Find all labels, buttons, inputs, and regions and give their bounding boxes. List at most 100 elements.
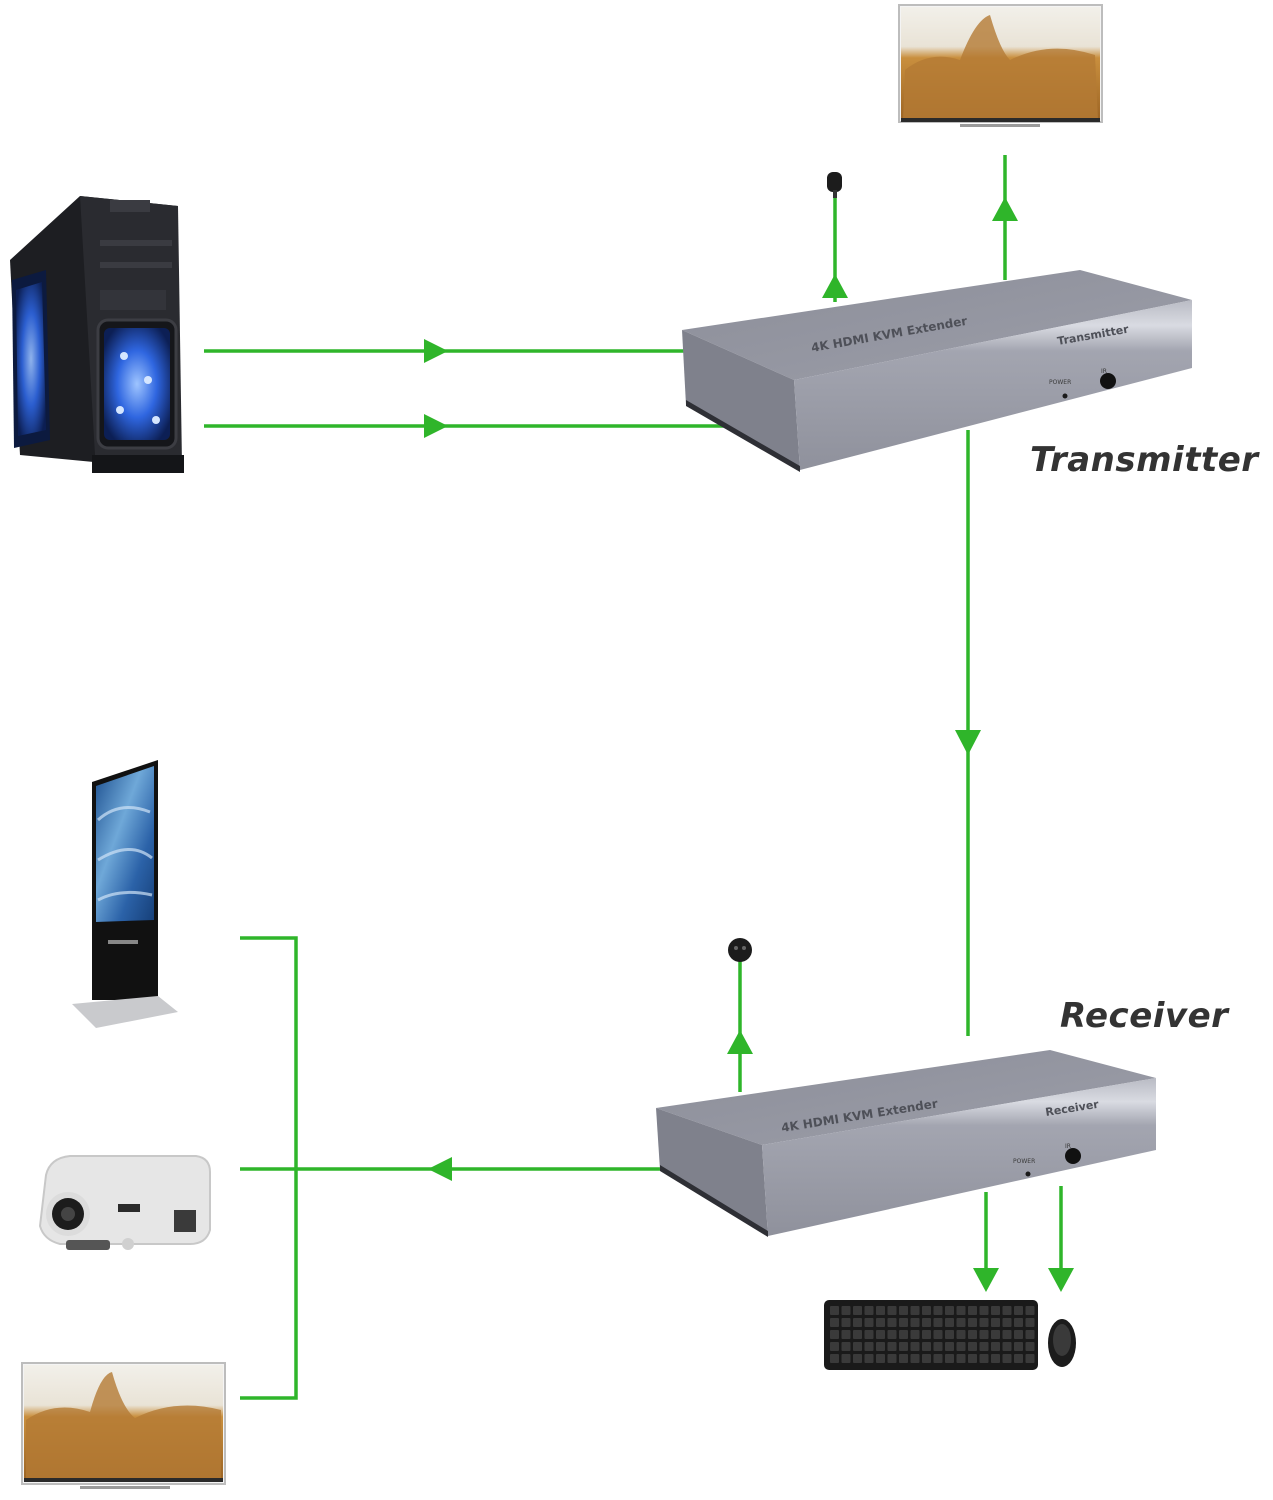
keyboard-key <box>945 1342 954 1351</box>
keyboard-key <box>933 1306 943 1315</box>
keyboard-icon <box>824 1300 1038 1370</box>
keyboard-key <box>956 1318 966 1327</box>
keyboard-key <box>1014 1306 1023 1315</box>
keyboard-key <box>1002 1330 1012 1339</box>
keyboard-key <box>864 1342 874 1351</box>
keyboard-key <box>887 1342 897 1351</box>
keyboard-key <box>864 1330 874 1339</box>
transmitter-device: 4K HDMI KVM Extender Transmitter POWER I… <box>682 270 1192 472</box>
tv-bottom-icon <box>21 1362 226 1489</box>
keyboard-key <box>899 1330 908 1339</box>
keyboard-key <box>853 1342 862 1351</box>
keyboard-key <box>841 1354 851 1363</box>
keyboard-key <box>991 1318 1000 1327</box>
keyboard-key <box>1014 1330 1023 1339</box>
keyboard-key <box>945 1354 954 1363</box>
keyboard-key <box>979 1318 989 1327</box>
keyboard-key <box>1002 1306 1012 1315</box>
power-led-icon <box>1025 1171 1031 1177</box>
ir-sensor-icon <box>827 172 842 198</box>
keyboard-key <box>956 1342 966 1351</box>
keyboard-key <box>910 1354 920 1363</box>
keyboard-key <box>1025 1318 1035 1327</box>
keyboard-key <box>830 1330 839 1339</box>
keyboard-key <box>876 1318 885 1327</box>
keyboard-key <box>991 1330 1000 1339</box>
receiver-power-label: POWER <box>1013 1158 1035 1165</box>
keyboard-key <box>841 1342 851 1351</box>
transmitter-label: Transmitter <box>1030 440 1259 480</box>
keyboard-key <box>830 1318 839 1327</box>
keyboard-key <box>991 1354 1000 1363</box>
keyboard-key <box>933 1318 943 1327</box>
arrowheads <box>424 197 1074 1292</box>
keyboard-key <box>1025 1354 1035 1363</box>
keyboard-key <box>876 1330 885 1339</box>
keyboard-key <box>853 1354 862 1363</box>
arrow-down-icon <box>955 730 981 755</box>
keyboard-key <box>853 1318 862 1327</box>
keyboard-key <box>968 1342 977 1351</box>
keyboard-key <box>853 1330 862 1339</box>
projector-icon <box>38 1155 211 1250</box>
keyboard-key <box>979 1330 989 1339</box>
keyboard-key <box>899 1342 908 1351</box>
keyboard-key <box>991 1342 1000 1351</box>
keyboard-key <box>830 1354 839 1363</box>
keyboard-key <box>945 1330 954 1339</box>
arrow-up-icon <box>822 274 848 298</box>
keyboard-key <box>1014 1354 1023 1363</box>
keyboard-key <box>979 1306 989 1315</box>
receiver-ir-label: IR <box>1065 1143 1071 1150</box>
pc-tower-icon <box>10 196 184 473</box>
keyboard-key <box>887 1354 897 1363</box>
keyboard-key <box>968 1318 977 1327</box>
keyboard-key <box>922 1354 931 1363</box>
keyboard-key <box>910 1306 920 1315</box>
ir-sensor-icon <box>728 938 752 962</box>
keyboard-key <box>922 1306 931 1315</box>
arrow-left-icon <box>428 1157 452 1181</box>
keyboard-key <box>1025 1306 1035 1315</box>
keyboard-key <box>1002 1342 1012 1351</box>
keyboard-key <box>899 1306 908 1315</box>
transmitter-power-label: POWER <box>1049 379 1071 386</box>
keyboard-key <box>991 1306 1000 1315</box>
keyboard-key <box>933 1342 943 1351</box>
power-led-icon <box>1062 393 1068 399</box>
ir-port-icon <box>1065 1148 1081 1164</box>
keyboard-key <box>887 1318 897 1327</box>
keyboard-key <box>876 1306 885 1315</box>
arrow-up-icon <box>992 197 1018 221</box>
keyboard-key <box>910 1342 920 1351</box>
keyboard-key <box>922 1318 931 1327</box>
ir-port-icon <box>1100 373 1116 389</box>
keyboard-key <box>968 1354 977 1363</box>
keyboard-key <box>956 1306 966 1315</box>
keyboard-key <box>876 1342 885 1351</box>
keyboard-key <box>887 1306 897 1315</box>
arrow-down-icon <box>1048 1268 1074 1292</box>
keyboard-key <box>853 1306 862 1315</box>
keyboard-key <box>841 1306 851 1315</box>
keyboard-key <box>1002 1354 1012 1363</box>
keyboard-key <box>864 1306 874 1315</box>
keyboard-key <box>968 1306 977 1315</box>
keyboard-key <box>922 1342 931 1351</box>
keyboard-key <box>945 1318 954 1327</box>
arrow-up-icon <box>727 1030 753 1054</box>
keyboard-key <box>830 1306 839 1315</box>
signage-kiosk-icon <box>72 760 178 1028</box>
arrow-right-icon <box>424 339 448 363</box>
keyboard-key <box>910 1330 920 1339</box>
keyboard-key <box>1002 1318 1012 1327</box>
keyboard-key <box>887 1330 897 1339</box>
mouse-icon <box>1048 1319 1076 1367</box>
keyboard-key <box>933 1330 943 1339</box>
keyboard-key <box>1014 1318 1023 1327</box>
keyboard-key <box>876 1354 885 1363</box>
keyboard-key <box>864 1318 874 1327</box>
keyboard-key <box>922 1330 931 1339</box>
keyboard-key <box>864 1354 874 1363</box>
